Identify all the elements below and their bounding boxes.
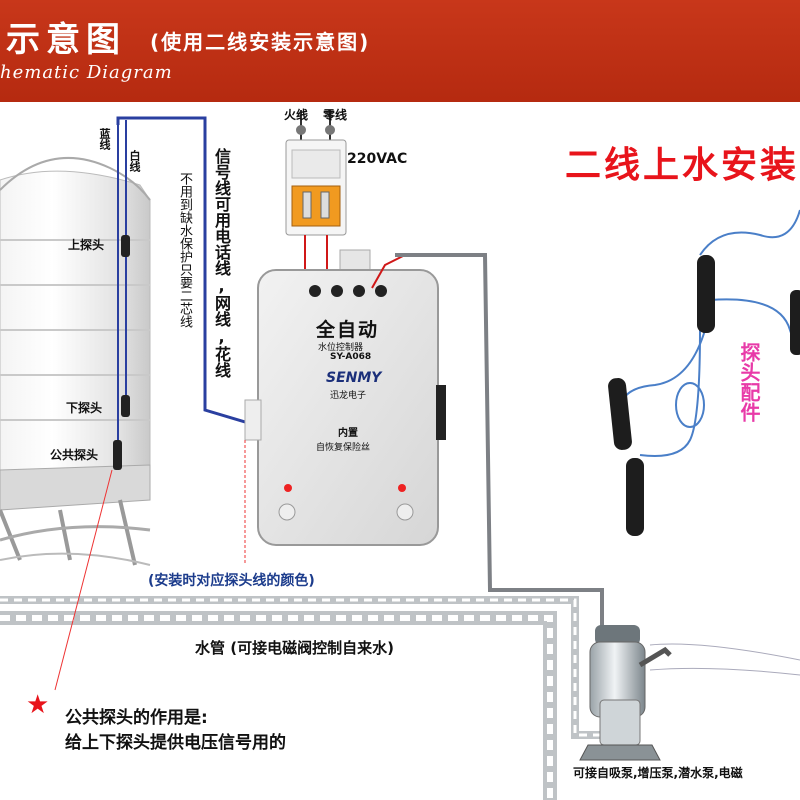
- controller-name: 全自动: [316, 319, 380, 341]
- controller-brand-sub: 迅龙电子: [330, 391, 367, 401]
- common-probe-explanation: 公共探头的作用是: 给上下探头提供电压信号用的: [65, 706, 286, 756]
- signal-wire-note: 信号线可用电话线,网线,花线: [212, 148, 231, 378]
- common-probe-label: 公共探头: [50, 448, 99, 462]
- water-pipe: [0, 596, 600, 800]
- controller-brand: SENMY: [326, 370, 382, 386]
- neutral-wire-label: 零线: [323, 108, 348, 122]
- two-wire-install-title: 二线上水安装: [565, 145, 800, 186]
- controller-subtitle: 水位控制器: [318, 343, 364, 353]
- live-wire-label: 火线: [284, 108, 309, 122]
- white-wire-label: 白线: [128, 150, 141, 172]
- controller-model: SY-A068: [330, 352, 372, 362]
- water-level-controller: [244, 249, 446, 546]
- water-pump: [579, 625, 672, 761]
- header-subtitle: (使用二线安装示意图): [150, 30, 371, 54]
- upper-probe-label: 上探头: [68, 238, 105, 252]
- tank-probes: [113, 125, 130, 470]
- header-banner: 示意图 (使用二线安装示意图) hematic Diagram: [0, 0, 800, 102]
- controller-builtin: 内置: [338, 428, 358, 439]
- blue-wire-label: 蓝线: [98, 128, 111, 150]
- no-water-protection-note: 不用到缺水保护只要二芯线: [177, 172, 192, 328]
- lower-probe-label: 下探头: [66, 401, 103, 415]
- install-color-note: (安装时对应探头线的颜色): [148, 573, 315, 589]
- common-probe-role-line-2: 给上下探头提供电压信号用的: [65, 733, 286, 753]
- water-tank: [0, 157, 151, 566]
- header-title: 示意图: [6, 20, 126, 60]
- voltage-label: 220VAC: [347, 151, 408, 167]
- common-probe-role-line-1: 公共探头的作用是:: [65, 708, 208, 728]
- probe-accessories: [608, 209, 800, 536]
- circuit-breaker: [285, 110, 347, 236]
- controller-fuse: 自恢复保险丝: [316, 443, 371, 453]
- pump-types-note: 可接自吸泵,增压泵,潜水泵,电磁: [573, 766, 743, 780]
- star-icon: ★: [26, 690, 50, 720]
- water-pipe-label: 水管 (可接电磁阀控制自来水): [195, 639, 394, 657]
- header-english-title: hematic Diagram: [0, 62, 173, 83]
- probe-accessory-label: 探头配件: [737, 342, 761, 422]
